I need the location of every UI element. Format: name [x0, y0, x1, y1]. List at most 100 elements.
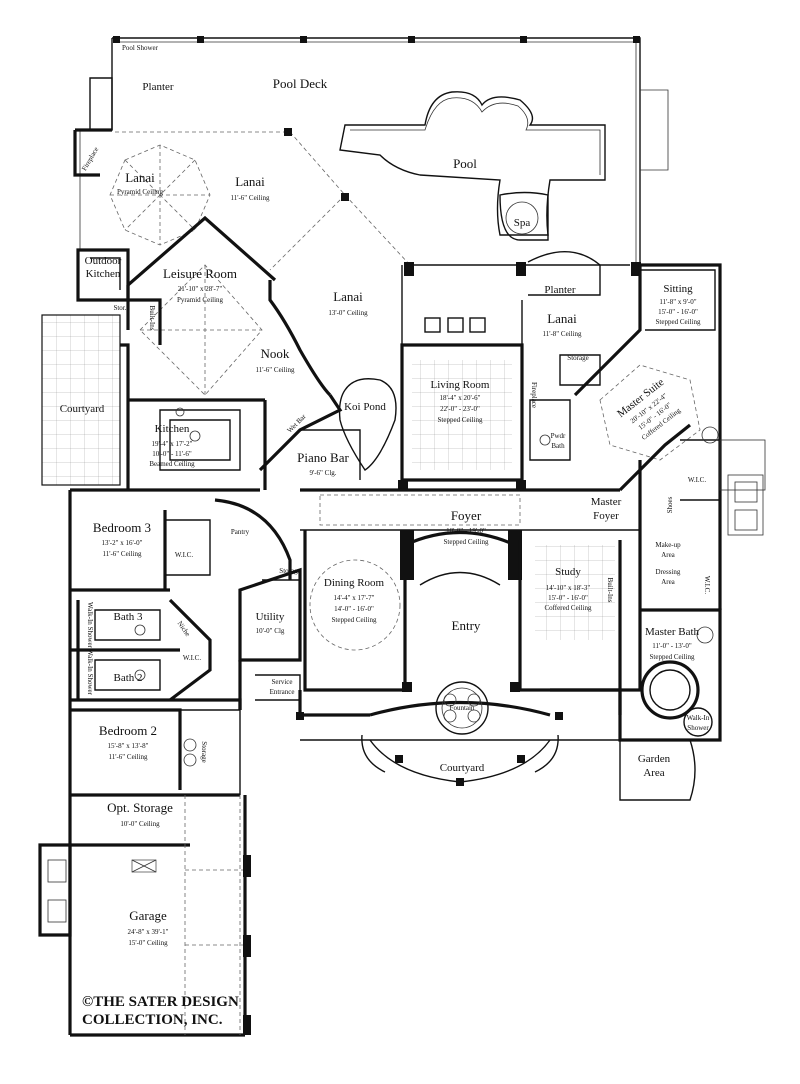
living-room-label: Living Room	[431, 379, 490, 391]
kitchen-dims2: 10'-0" - 11'-6"	[152, 450, 192, 458]
study-label: Study	[555, 566, 581, 578]
sitting-ceiling: Stepped Ceiling	[656, 318, 701, 326]
opt-storage-ceiling: 10'-0" Ceiling	[120, 820, 160, 828]
fountain	[435, 681, 489, 735]
bedroom3-dims: 13'-2" x 16'-0"	[102, 539, 143, 547]
kitchen-ceiling: Beamed Ceiling	[149, 460, 195, 468]
living-room-dims2: 22'-0" - 23'-0"	[440, 405, 480, 413]
brand-block: ©THE SATER DESIGN COLLECTION, INC.	[82, 994, 239, 1028]
lanai-d-label: Lanai	[547, 311, 577, 326]
service-entrance-label-2: Entrance	[270, 688, 295, 696]
lanai-c-label: Lanai	[333, 289, 363, 304]
living-room-ceiling: Stepped Ceiling	[438, 416, 483, 424]
courtyard-w-label: Courtyard	[60, 403, 105, 415]
leisure-room-dims: 21'-10" x 28'-7"	[178, 285, 223, 293]
pwdr-bath-label-2: Bath	[551, 442, 565, 450]
master-bath-label: Master Bath	[645, 626, 700, 638]
dressing-area-label-2: Area	[661, 578, 675, 586]
study-dims: 14'-10" x 18'-3"	[546, 584, 591, 592]
foyer-label: Foyer	[451, 508, 482, 523]
outdoor-kitchen-label-1: Outdoor	[85, 255, 122, 267]
nook-label: Nook	[261, 346, 290, 361]
sitting-label: Sitting	[663, 283, 693, 295]
bedroom3-label: Bedroom 3	[93, 520, 151, 535]
piano-bar-label: Piano Bar	[297, 450, 349, 465]
utility-ceiling: 10'-0" Clg	[256, 627, 285, 635]
master-foyer-label-2: Foyer	[593, 510, 619, 522]
planter-e-label: Planter	[544, 284, 575, 296]
room-labels: Pool Shower Planter Pool Deck Pool Spa F…	[60, 44, 711, 947]
kitchen-dims: 19'-4" x 17'-2"	[152, 440, 193, 448]
planter-nw-label: Planter	[142, 81, 173, 93]
foyer-ceiling: Stepped Ceiling	[444, 538, 489, 546]
pwdr-bath-label-1: Pwdr	[551, 432, 566, 440]
bedroom2-ceiling: 11'-6" Ceiling	[108, 753, 148, 761]
foyer-dims: 18'-0" - 19'-0"	[446, 527, 486, 535]
shoes-label: Shoes	[666, 496, 674, 513]
fireplace-lr-label: Fireplace	[530, 382, 538, 408]
lanai-a-label: Lanai	[125, 170, 155, 185]
walkin-shower-mb-label-2: Shower	[687, 724, 709, 732]
lanai-beams	[115, 128, 641, 296]
lanai-b-ceiling: 11'-6" Ceiling	[230, 194, 270, 202]
study-dims2: 15'-0" - 16'-0"	[548, 594, 588, 602]
wic-mb-label: W.I.C.	[703, 576, 711, 594]
pantry-label: Pantry	[231, 528, 250, 536]
house-walls	[38, 215, 766, 1037]
kitchen-label: Kitchen	[155, 423, 190, 435]
walkin-shower-w-label: Walk-In Shower	[86, 602, 94, 649]
dining-room-ceiling: Stepped Ceiling	[332, 616, 377, 624]
storage-e-label: Storage	[567, 354, 588, 362]
master-foyer-label-1: Master	[591, 496, 622, 508]
pool-deck-label: Pool Deck	[273, 76, 328, 91]
dining-room-dims2: 14'-0" - 16'-0"	[334, 605, 374, 613]
lanai-pyramid	[73, 128, 211, 246]
sitting-dims2: 15'-0" - 16'-0"	[658, 308, 698, 316]
piano-bar-ceiling: 9'-6" Clg.	[309, 469, 336, 477]
lanai-b-label: Lanai	[235, 174, 265, 189]
wic-b2-label: W.I.C.	[183, 654, 201, 662]
garden-area-label-1: Garden	[638, 753, 671, 765]
lanai-a-ceiling: Pyramid Ceiling	[117, 188, 164, 196]
living-room-dims: 18'-4" x 20'-6"	[440, 394, 481, 402]
dressing-area-label-1: Dressing	[656, 568, 681, 576]
courtyard-front-label: Courtyard	[440, 762, 485, 774]
bedroom2-dims: 15'-8" x 13'-8"	[108, 742, 149, 750]
garage-dims: 24'-8" x 39'-1"	[128, 928, 169, 936]
koi-pond-label: Koi Pond	[344, 401, 386, 413]
pool	[339, 91, 606, 241]
walkin-shower-b2-label: Walk-In Shower	[86, 649, 94, 696]
pool-deck-area	[79, 36, 669, 265]
garage-ceiling: 15'-0" Ceiling	[128, 939, 168, 947]
dining-room-label: Dining Room	[324, 577, 385, 589]
built-ins-study-label: Built-Ins	[606, 578, 614, 603]
master-suite-labels: Master Suite 20'-10" x 22'-4" 15'-0" - 1…	[615, 376, 682, 442]
storage-b2-label: Storage	[200, 741, 208, 762]
fireplace-lanai-label: Fireplace	[80, 146, 100, 173]
built-ins-w-label: Built-Ins	[148, 306, 156, 331]
storage-util-label: Storage	[279, 567, 300, 575]
walkin-shower-mb-label-1: Walk-In	[687, 714, 710, 722]
garden-area-label-2: Area	[643, 767, 664, 779]
utility-label: Utility	[256, 611, 285, 623]
pool-label: Pool	[453, 156, 477, 171]
service-entrance-label-1: Service	[272, 678, 293, 686]
fountain-label: Fountain	[450, 704, 475, 712]
brand-line-1: ©THE SATER DESIGN	[82, 994, 239, 1010]
nook-ceiling: 11'-6" Ceiling	[255, 366, 295, 374]
leisure-room-label: Leisure Room	[163, 266, 237, 281]
master-bath-dims: 11'-0" - 13'-0"	[652, 642, 692, 650]
study-ceiling: Coffered Ceiling	[544, 604, 592, 612]
bath2-label: Bath 2	[113, 672, 142, 684]
wic-master-label: W.I.C.	[688, 476, 706, 484]
makeup-area-label-1: Make-up	[655, 541, 681, 549]
stor-label: Stor.	[113, 304, 126, 312]
wic-b3-label: W.I.C.	[175, 551, 193, 559]
niche-label: Niche	[176, 620, 192, 638]
outdoor-kitchen-label-2: Kitchen	[86, 268, 121, 280]
master-bath-ceiling: Stepped Ceiling	[650, 653, 695, 661]
garage-label: Garage	[129, 908, 167, 923]
spa-label: Spa	[514, 217, 531, 229]
makeup-area-label-2: Area	[661, 551, 675, 559]
